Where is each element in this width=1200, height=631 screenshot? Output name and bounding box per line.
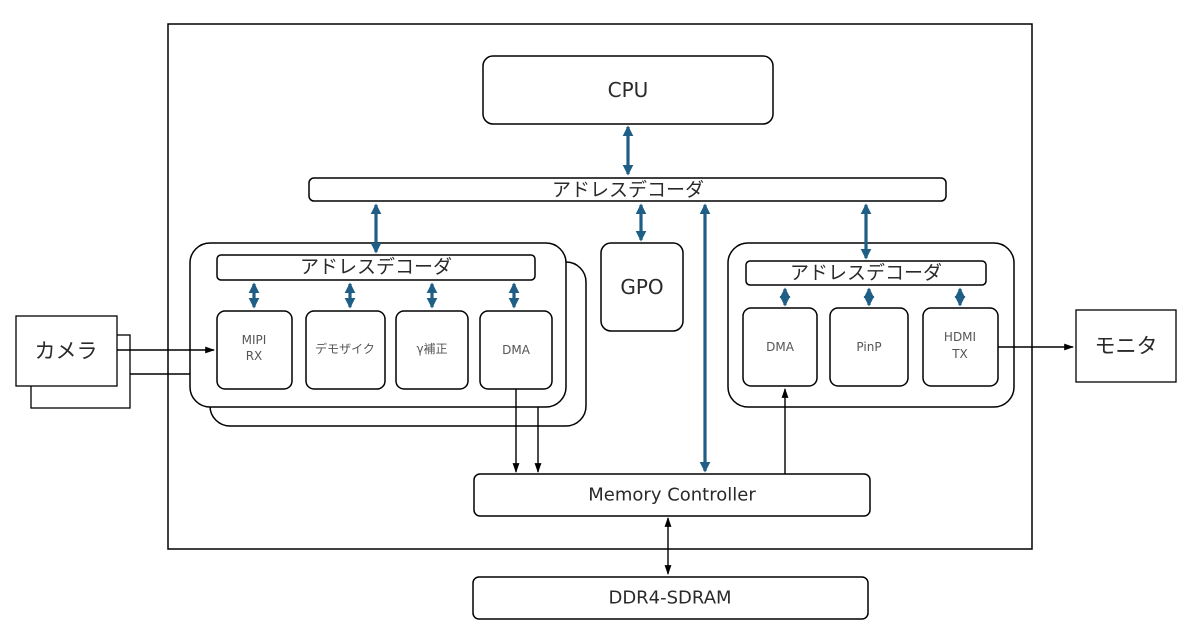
right-address-decoder: アドレスデコーダ xyxy=(745,260,987,286)
monitor-label: モニタ xyxy=(1095,334,1158,358)
hdmi-tx-label-1: HDMI xyxy=(944,330,976,344)
ddr4-label: DDR4-SDRAM xyxy=(608,588,731,609)
mipi-rx-label-1: MIPI xyxy=(242,333,267,347)
dma-right-label: DMA xyxy=(766,340,795,354)
top-decoder-label: アドレスデコーダ xyxy=(552,179,704,201)
hdmi-tx-label-2: TX xyxy=(951,347,968,361)
demosaic-label: デモザイク xyxy=(315,341,375,356)
gamma-label: γ補正 xyxy=(416,342,447,356)
cpu-block: CPU xyxy=(482,55,774,125)
ddr4-sdram-block: DDR4-SDRAM xyxy=(472,576,869,620)
memory-controller-block: Memory Controller xyxy=(473,473,871,517)
camera-label: カメラ xyxy=(35,339,98,363)
system-frame xyxy=(167,23,1033,550)
top-address-decoder: アドレスデコーダ xyxy=(308,177,947,202)
left-address-decoder: アドレスデコーダ xyxy=(216,254,536,281)
memory-controller-label: Memory Controller xyxy=(588,485,756,506)
hdmi-tx-block: HDMI TX xyxy=(922,307,999,387)
mipi-rx-label-2: RX xyxy=(246,349,263,363)
camera-block: カメラ xyxy=(15,315,118,387)
dma-right-block: DMA xyxy=(742,307,818,387)
dma-left-block: DMA xyxy=(479,310,553,390)
dma-left-label: DMA xyxy=(502,343,531,357)
gpo-block: GPO xyxy=(600,242,684,332)
left-decoder-label: アドレスデコーダ xyxy=(300,256,452,278)
gamma-correction-block: γ補正 xyxy=(395,310,469,390)
dataflow-arrows xyxy=(117,343,1074,575)
cpu-label: CPU xyxy=(608,78,649,102)
demosaic-block: デモザイク xyxy=(305,310,386,390)
gpo-label: GPO xyxy=(620,275,663,299)
mipi-rx-block: MIPI RX xyxy=(216,310,293,390)
monitor-block: モニタ xyxy=(1075,309,1177,383)
pinp-block: PinP xyxy=(829,307,909,387)
bus-arrows xyxy=(248,125,966,473)
right-decoder-label: アドレスデコーダ xyxy=(790,262,942,284)
pinp-label: PinP xyxy=(856,340,881,354)
